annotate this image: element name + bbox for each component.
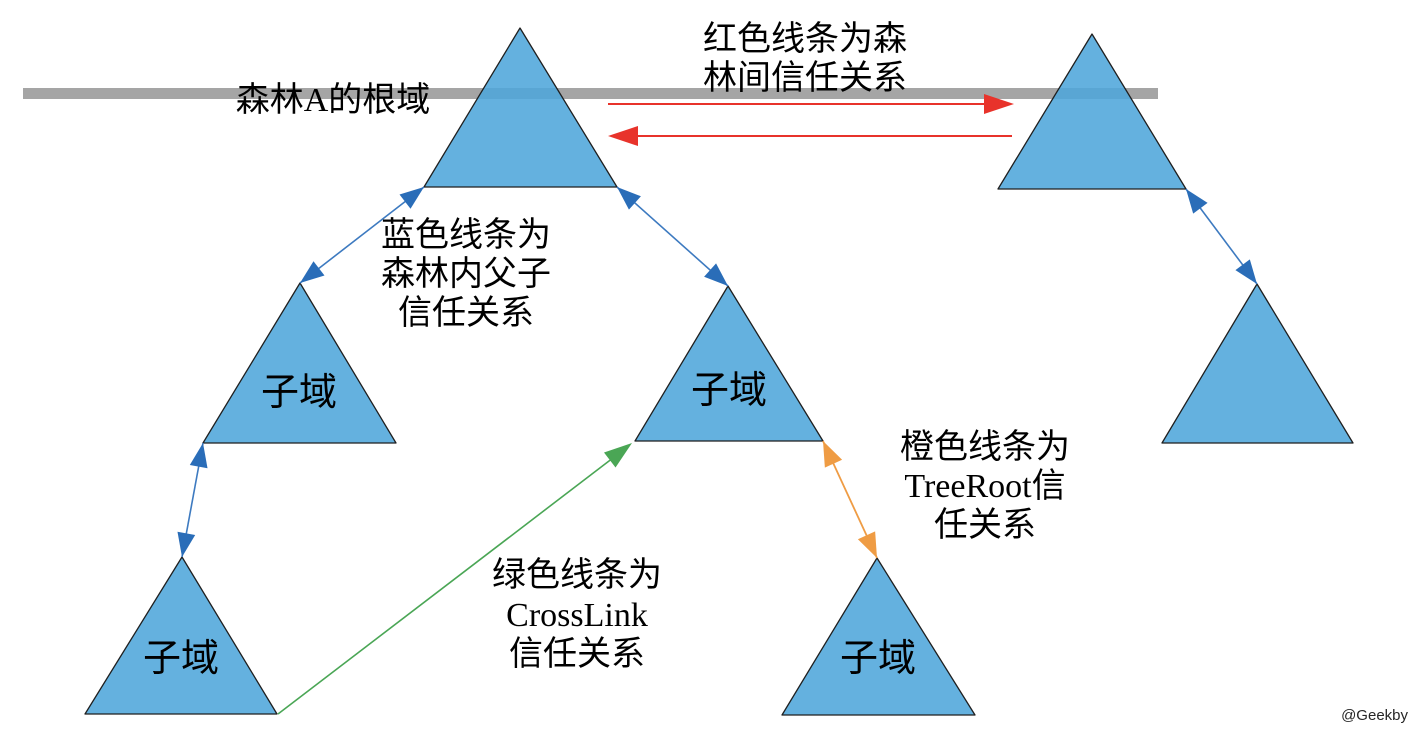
triangle-forest-b-root — [997, 33, 1187, 190]
orange-legend-line-2: TreeRoot信 — [904, 467, 1065, 505]
red-legend-line-2: 林间信任关系 — [703, 59, 907, 97]
subdomain-label-lower-left: 子域 — [143, 638, 219, 680]
red-arrow-right-head-icon — [984, 94, 1014, 114]
forest-a-root-domain-bar — [23, 88, 1158, 99]
orange-legend-line-1: 橙色线条为 — [900, 428, 1070, 466]
blue-arrow-line — [616, 186, 729, 287]
blue-legend-line-1: 蓝色线条为 — [381, 216, 551, 254]
blue-parent-child-arrow-rootB-child — [1185, 188, 1258, 285]
orange-arrow-head-icon — [857, 531, 877, 558]
blue-legend-line-2: 森林内父子 — [381, 255, 551, 293]
triangle-subdomain-lower-left — [84, 556, 278, 715]
blue-arrow-head-icon — [704, 263, 728, 286]
watermark: @Geekby — [1341, 707, 1408, 724]
orange-arrow-head-icon — [823, 441, 843, 468]
blue-arrow-head-icon — [617, 187, 641, 210]
green-crosslink-arrow — [277, 443, 632, 715]
red-forest-trust-arrow-right — [608, 94, 1014, 114]
red-forest-trust-arrow-left — [608, 126, 1012, 146]
triangle-forest-a-root — [423, 27, 618, 188]
orange-legend-line-3: 任关系 — [934, 506, 1036, 544]
blue-parent-child-arrow-left-lowerleft — [177, 442, 208, 558]
red-legend-line-1: 红色线条为森 — [703, 20, 907, 58]
triangle-subdomain-bottom — [781, 557, 976, 716]
green-legend-line-1: 绿色线条为 — [492, 556, 662, 594]
green-arrow-head-icon — [603, 443, 632, 468]
blue-arrow-head-icon — [177, 531, 196, 557]
blue-arrow-head-icon — [189, 443, 208, 469]
green-arrow-line — [277, 447, 627, 715]
green-legend-line-2: CrossLink — [506, 597, 648, 634]
triangle-subdomain-middle — [634, 285, 824, 442]
blue-arrow-head-icon — [300, 261, 325, 283]
blue-parent-child-arrow-rootA-left — [299, 186, 425, 284]
blue-parent-child-arrow-rootA-middle — [616, 186, 729, 287]
subdomain-label-bottom: 子域 — [840, 638, 916, 680]
blue-arrow-head-icon — [399, 187, 424, 209]
blue-legend-line-3: 信任关系 — [398, 294, 534, 332]
subdomain-label-left: 子域 — [261, 372, 337, 414]
red-arrow-left-head-icon — [608, 126, 638, 146]
blue-arrow-line — [299, 186, 425, 284]
forest-a-root-label: 森林A的根域 — [236, 81, 431, 119]
subdomain-label-middle: 子域 — [691, 370, 767, 412]
blue-arrow-head-icon — [1235, 259, 1257, 284]
triangle-subdomain-left — [202, 282, 397, 444]
green-legend-line-3: 信任关系 — [509, 635, 645, 673]
orange-treeroot-arrow — [822, 440, 878, 559]
blue-arrow-head-icon — [1186, 189, 1208, 214]
triangle-forest-b-child — [1161, 283, 1354, 444]
